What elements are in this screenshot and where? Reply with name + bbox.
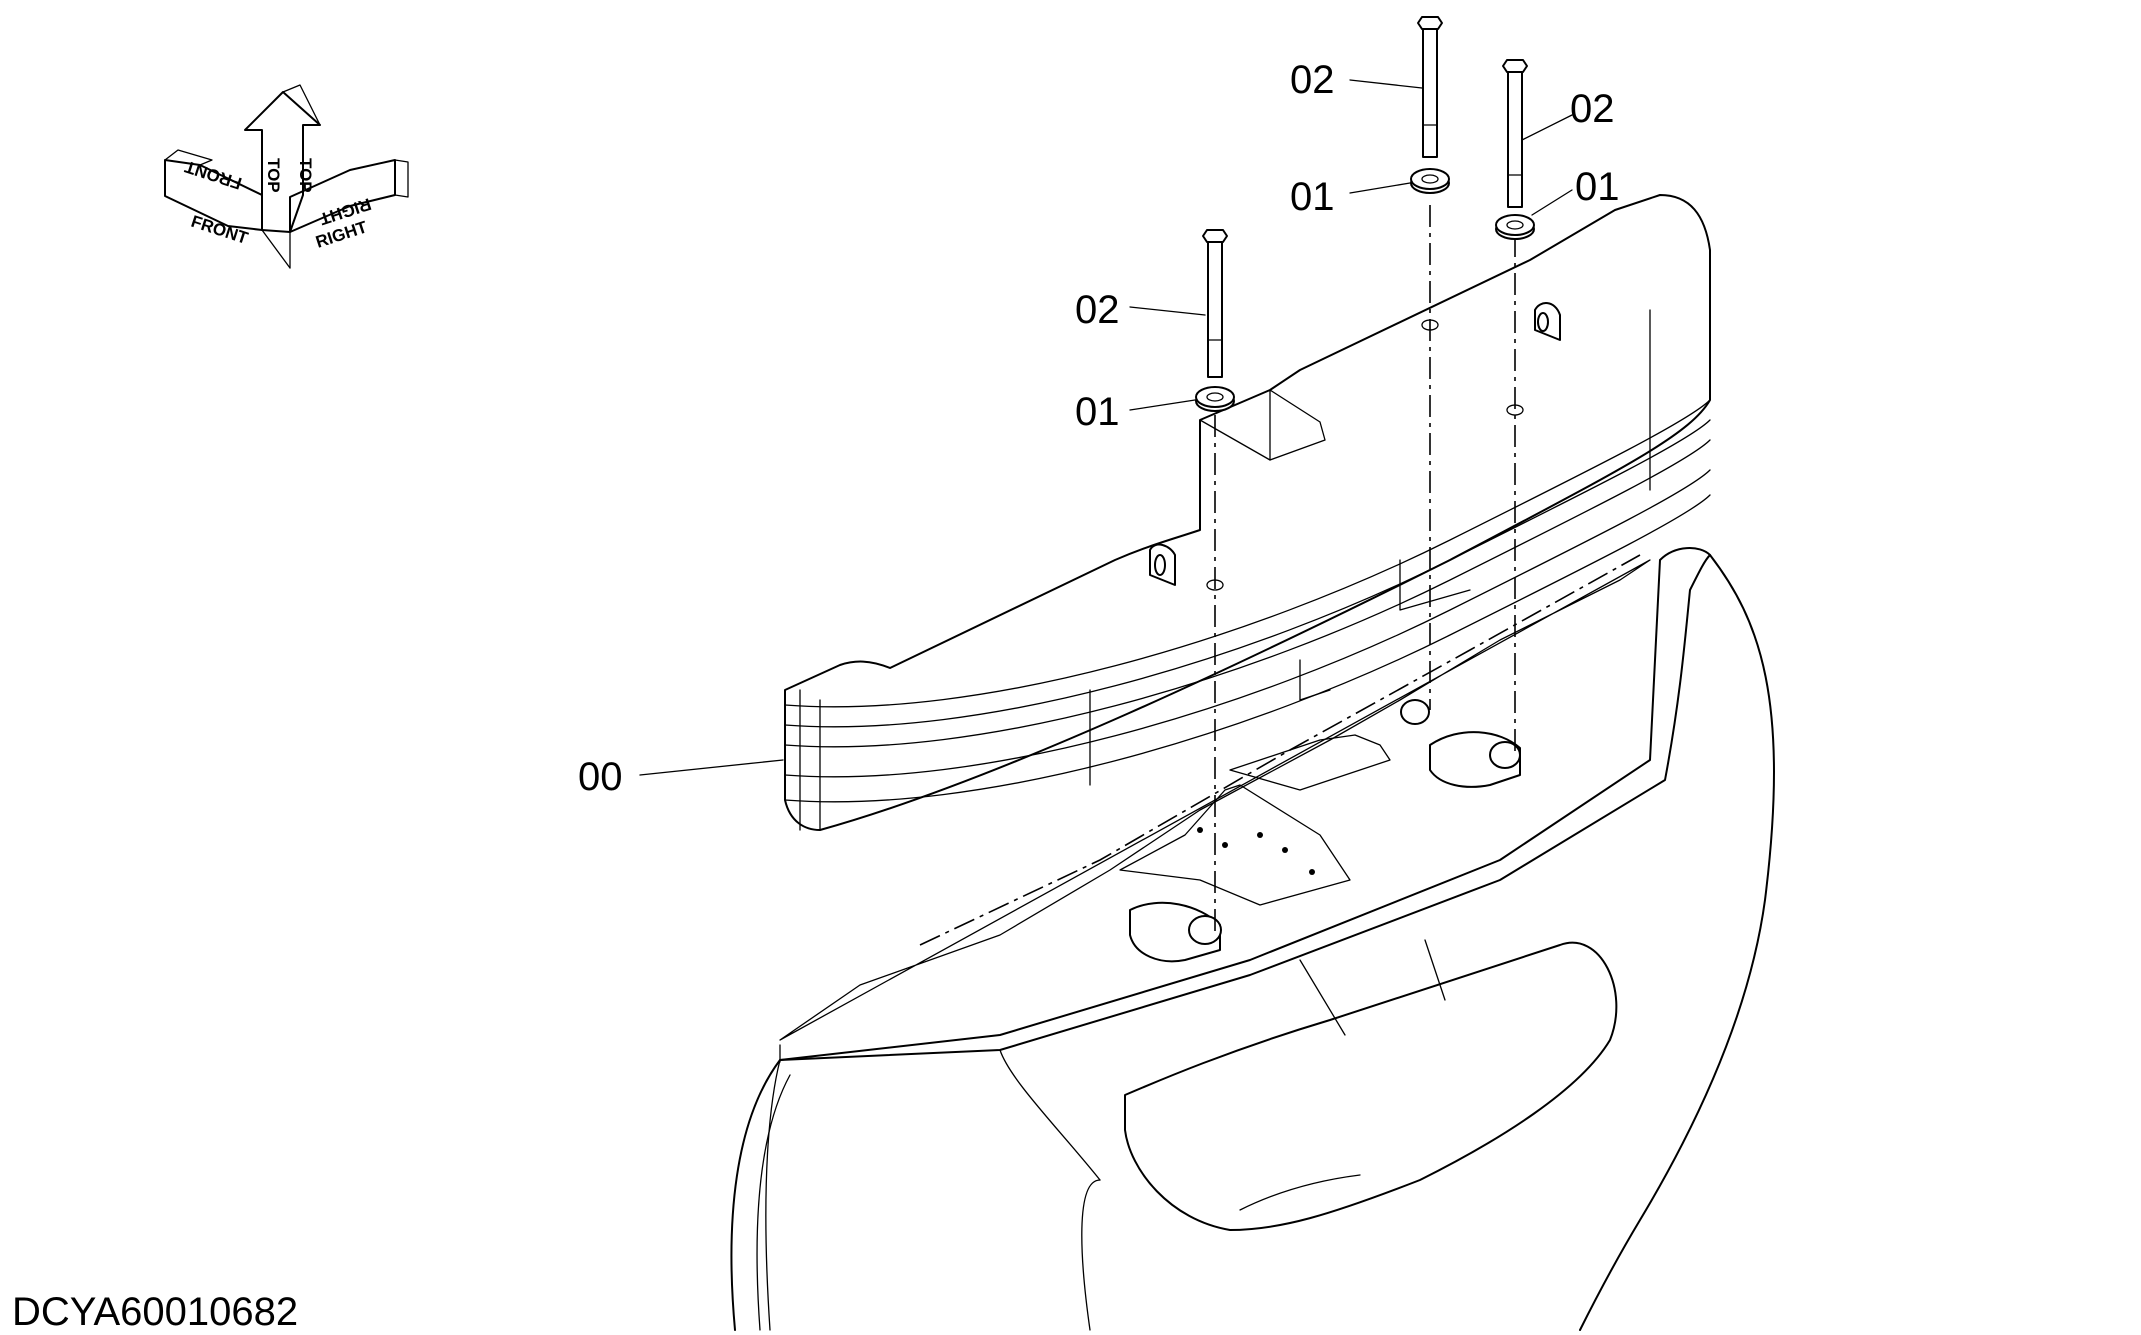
- orientation-top-label-2: TOP: [296, 158, 315, 193]
- orientation-front-label: FRONT: [189, 212, 251, 248]
- leader-lines: [639, 79, 1573, 776]
- machine-rear-body: [730, 547, 1775, 1331]
- washer-left: [1195, 386, 1235, 412]
- callout-washer-left: 01: [1075, 390, 1120, 434]
- drawing-id: DCYA60010682: [12, 1290, 298, 1334]
- bolt-right: [1502, 59, 1528, 208]
- top-arrow-icon: [244, 91, 321, 233]
- lower-lug-front: [1129, 901, 1222, 963]
- callout-bolt-right: 02: [1570, 87, 1615, 131]
- orientation-symbol: FRONT FRONT TOP TOP RIGHT RIGHT: [164, 84, 409, 269]
- callout-counterweight: 00: [578, 755, 623, 799]
- lower-lug-rear: [1429, 731, 1521, 788]
- orientation-front-label-flipped: FRONT: [182, 157, 244, 193]
- orientation-top-label: TOP: [264, 158, 283, 193]
- lower-lug-pin: [1400, 699, 1430, 725]
- callout-washer-middle: 01: [1290, 175, 1335, 219]
- washer-middle: [1410, 168, 1450, 194]
- washer-right: [1495, 214, 1535, 240]
- upper-lug-rear: [1534, 302, 1561, 341]
- callout-bolt-left: 02: [1075, 288, 1120, 332]
- counterweight-part: [784, 194, 1711, 831]
- assembly-centerlines: [1214, 205, 1516, 935]
- upper-lug-front: [1149, 543, 1176, 586]
- bolt-left: [1202, 229, 1228, 378]
- callout-bolt-middle: 02: [1290, 58, 1335, 102]
- bolt-middle: [1417, 16, 1443, 158]
- callout-washer-right: 01: [1575, 165, 1620, 209]
